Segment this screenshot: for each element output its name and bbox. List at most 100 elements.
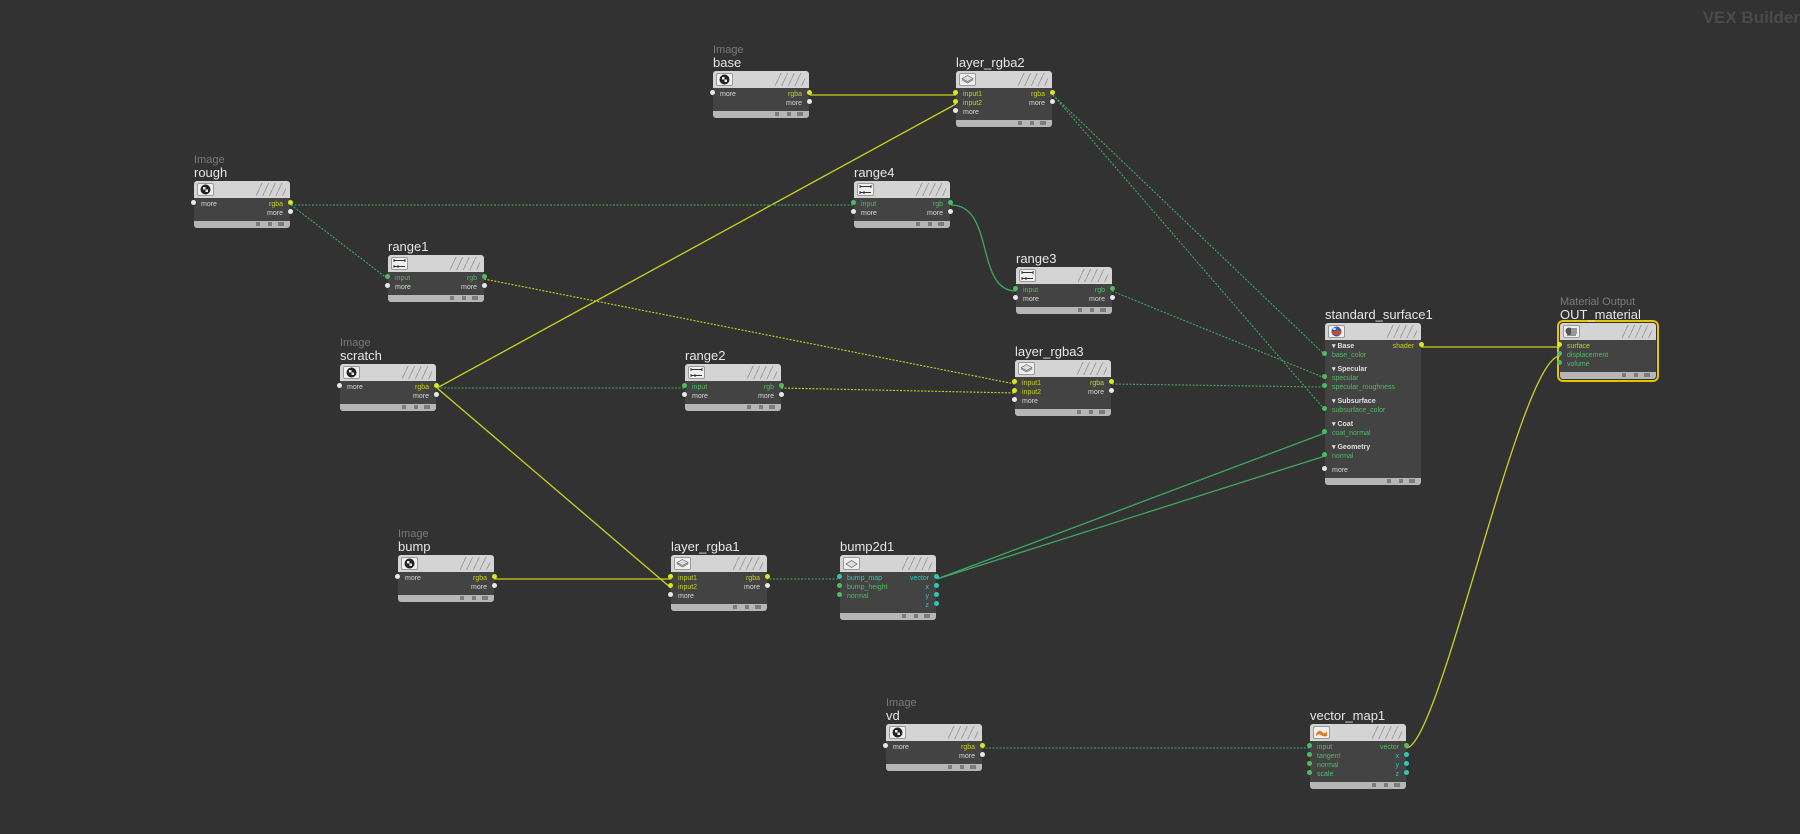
input-port[interactable] bbox=[385, 283, 390, 288]
output-port[interactable] bbox=[934, 601, 939, 606]
output-port[interactable] bbox=[434, 383, 439, 388]
node-name[interactable]: range3 bbox=[1016, 251, 1057, 266]
node-footer[interactable] bbox=[340, 404, 436, 411]
output-port[interactable] bbox=[1110, 286, 1115, 291]
input-port[interactable] bbox=[953, 99, 958, 104]
node-footer[interactable] bbox=[713, 111, 809, 118]
output-port[interactable] bbox=[934, 583, 939, 588]
output-port[interactable] bbox=[934, 592, 939, 597]
input-port[interactable] bbox=[1557, 342, 1562, 347]
output-port[interactable] bbox=[948, 209, 953, 214]
input-port[interactable] bbox=[1322, 429, 1327, 434]
display-flags[interactable] bbox=[747, 366, 777, 379]
input-port[interactable] bbox=[668, 583, 673, 588]
input-port[interactable] bbox=[1013, 286, 1018, 291]
input-port[interactable] bbox=[837, 583, 842, 588]
display-flags[interactable] bbox=[948, 726, 978, 739]
input-port[interactable] bbox=[851, 200, 856, 205]
input-port[interactable] bbox=[1307, 752, 1312, 757]
output-port[interactable] bbox=[934, 574, 939, 579]
input-port[interactable] bbox=[385, 274, 390, 279]
output-port[interactable] bbox=[492, 583, 497, 588]
display-flags[interactable] bbox=[902, 557, 932, 570]
output-port[interactable] bbox=[1109, 388, 1114, 393]
node-footer[interactable] bbox=[398, 595, 494, 602]
input-port[interactable] bbox=[682, 383, 687, 388]
input-port[interactable] bbox=[1307, 761, 1312, 766]
input-port[interactable] bbox=[953, 90, 958, 95]
output-port[interactable] bbox=[948, 200, 953, 205]
section-geometry[interactable]: ▾ Geometry bbox=[1332, 444, 1371, 451]
node-footer[interactable] bbox=[854, 221, 950, 228]
display-flags[interactable] bbox=[1387, 325, 1417, 338]
node-footer[interactable] bbox=[956, 120, 1052, 127]
output-port[interactable] bbox=[434, 392, 439, 397]
output-port[interactable] bbox=[1419, 342, 1424, 347]
input-port[interactable] bbox=[1557, 351, 1562, 356]
node-name[interactable]: layer_rgba2 bbox=[956, 55, 1025, 70]
display-flags[interactable] bbox=[1078, 269, 1108, 282]
output-port[interactable] bbox=[1050, 99, 1055, 104]
node-footer[interactable] bbox=[388, 295, 484, 302]
input-port[interactable] bbox=[1013, 295, 1018, 300]
node-name[interactable]: layer_rgba1 bbox=[671, 539, 740, 554]
output-port[interactable] bbox=[1404, 770, 1409, 775]
input-port[interactable] bbox=[668, 574, 673, 579]
output-port[interactable] bbox=[1404, 761, 1409, 766]
display-flags[interactable] bbox=[775, 73, 805, 86]
output-port[interactable] bbox=[1404, 743, 1409, 748]
input-port[interactable] bbox=[710, 90, 715, 95]
node-name[interactable]: scratch bbox=[340, 348, 382, 363]
node-name[interactable]: rough bbox=[194, 165, 228, 180]
input-port[interactable] bbox=[837, 574, 842, 579]
input-port[interactable] bbox=[953, 108, 958, 113]
display-flags[interactable] bbox=[402, 366, 432, 379]
node-name[interactable]: standard_surface1 bbox=[1325, 307, 1433, 322]
output-port[interactable] bbox=[980, 743, 985, 748]
display-flags[interactable] bbox=[733, 557, 763, 570]
input-port[interactable] bbox=[1307, 770, 1312, 775]
input-port[interactable] bbox=[668, 592, 673, 597]
node-name[interactable]: layer_rgba3 bbox=[1015, 344, 1084, 359]
input-port[interactable] bbox=[1322, 383, 1327, 388]
node-name[interactable]: bump bbox=[398, 539, 431, 554]
section-base[interactable]: ▾ Base bbox=[1332, 343, 1355, 350]
output-port[interactable] bbox=[288, 200, 293, 205]
node-footer[interactable] bbox=[671, 604, 767, 611]
node-footer[interactable] bbox=[840, 613, 936, 620]
output-port[interactable] bbox=[482, 274, 487, 279]
display-flags[interactable] bbox=[916, 183, 946, 196]
display-flags[interactable] bbox=[256, 183, 286, 196]
section-specular[interactable]: ▾ Specular bbox=[1332, 366, 1368, 373]
node-name[interactable]: range1 bbox=[388, 239, 429, 254]
node-footer[interactable] bbox=[886, 764, 982, 771]
input-port[interactable] bbox=[1012, 397, 1017, 402]
display-flags[interactable] bbox=[1077, 362, 1107, 375]
section-subsurface[interactable]: ▾ Subsurface bbox=[1332, 398, 1376, 405]
input-port[interactable] bbox=[1322, 466, 1327, 471]
output-port[interactable] bbox=[482, 283, 487, 288]
input-port[interactable] bbox=[883, 743, 888, 748]
input-port[interactable] bbox=[1557, 360, 1562, 365]
input-port[interactable] bbox=[851, 209, 856, 214]
output-port[interactable] bbox=[1110, 295, 1115, 300]
node-footer[interactable] bbox=[685, 404, 781, 411]
output-port[interactable] bbox=[492, 574, 497, 579]
input-port[interactable] bbox=[395, 574, 400, 579]
display-flags[interactable] bbox=[450, 257, 480, 270]
output-port[interactable] bbox=[288, 209, 293, 214]
output-port[interactable] bbox=[779, 392, 784, 397]
input-port[interactable] bbox=[1012, 388, 1017, 393]
input-port[interactable] bbox=[1322, 351, 1327, 356]
node-name[interactable]: OUT_material bbox=[1560, 307, 1641, 322]
